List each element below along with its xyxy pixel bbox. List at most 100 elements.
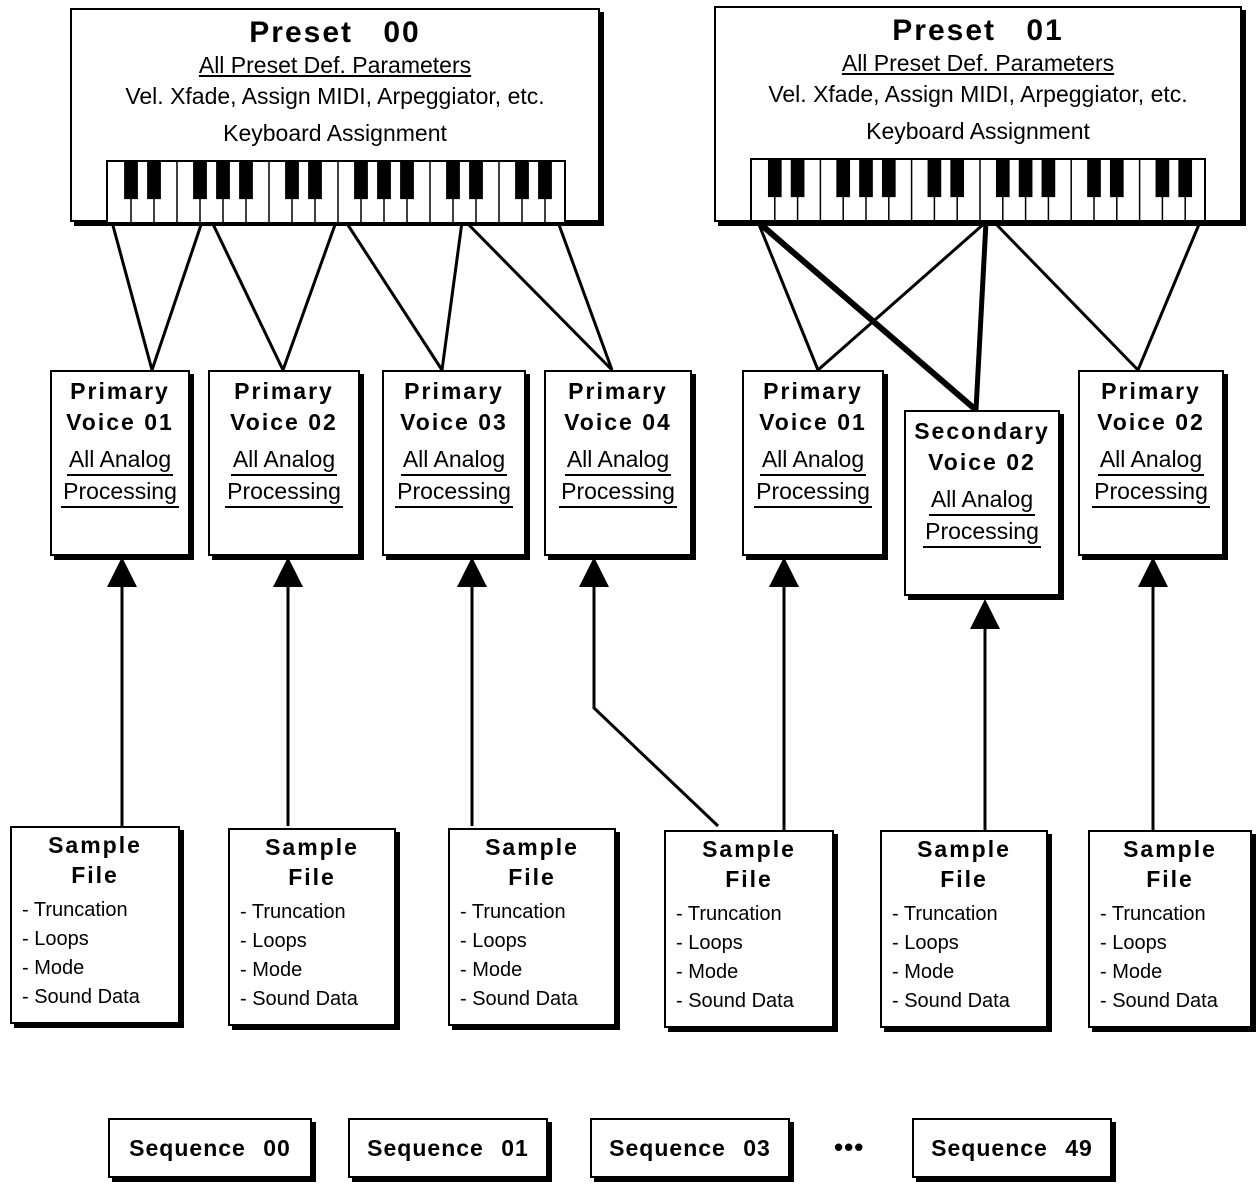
sample-attribute: - Sound Data [1100,990,1218,1012]
key-link [756,221,820,371]
preset-00-box: Preset 00 All Preset Def. Parameters Vel… [70,8,600,224]
sample-title: File [71,862,119,888]
voice-subtitle: All Analog [928,484,1036,516]
key-link [817,220,987,372]
sample-attribute: - Mode [892,961,955,983]
sample-file-box: Sample File - Truncation - Loops - Mode … [228,828,396,1026]
preset-params: Vel. Xfade, Assign MIDI, Arpeggiator, et… [125,83,545,109]
black-key [216,162,230,200]
voice-subtitle: Processing [559,476,677,508]
key-link [556,221,614,371]
sample-title: File [940,866,988,892]
voice-number: Voice 02 [230,409,338,435]
voice-number: Voice 03 [400,409,508,435]
voice-subtitle: All Analog [759,444,867,476]
sample-attribute: - Loops [676,932,743,954]
preset-subtitle: All Preset Def. Parameters [841,50,1115,76]
black-key [285,162,299,200]
voice-subtitle: Processing [754,476,872,508]
voice-subtitle: Processing [923,516,1041,548]
black-key [239,162,253,200]
voice-number: Voice 04 [564,409,672,435]
sample-attribute: - Loops [460,930,527,952]
sample-attribute: - Loops [240,930,307,952]
sample-title: Sample [48,832,142,858]
voice-subtitle: All Analog [400,444,508,476]
sample-attribute: - Mode [1100,961,1163,983]
sample-title: File [725,866,773,892]
black-key [124,162,138,200]
voice-type: Primary [1101,378,1201,404]
key-link [344,221,444,371]
sample-attribute: - Truncation [1100,903,1206,925]
sample-attribute: - Truncation [676,903,782,925]
key-link [992,220,1140,372]
black-key [400,162,414,200]
sample-link [579,557,720,828]
key-link [464,220,614,372]
black-key [469,162,483,200]
black-key [927,160,942,198]
key-link [281,221,338,371]
voice-box: Primary Voice 01 All Analog Processing [50,370,190,556]
sample-file-box: Sample File - Truncation - Loops - Mode … [1088,830,1252,1028]
keyboard-icon [106,160,566,224]
voice-box: Primary Voice 03 All Analog Processing [382,370,526,556]
voice-type: Primary [70,378,170,404]
voice-number: Voice 01 [759,409,867,435]
key-link [210,221,285,371]
voice-box: Primary Voice 02 All Analog Processing [1078,370,1224,556]
sequence-box: Sequence 03 [590,1118,790,1178]
black-key [836,160,851,198]
voice-box: Primary Voice 04 All Analog Processing [544,370,692,556]
sample-file-box: Sample File - Truncation - Loops - Mode … [448,828,616,1026]
key-link [440,221,464,371]
voice-type: Primary [568,378,668,404]
sample-title: Sample [1123,836,1217,862]
sample-attribute: - Sound Data [460,988,578,1010]
sample-title: Sample [917,836,1011,862]
black-key [995,160,1010,198]
black-key [1109,160,1124,198]
black-key [147,162,161,200]
sample-title: Sample [702,836,796,862]
voice-box: Primary Voice 02 All Analog Processing [208,370,360,556]
sample-attribute: - Sound Data [892,990,1010,1012]
sequence-box: Sequence 49 [912,1118,1112,1178]
sample-title: Sample [485,834,579,860]
key-link [973,221,989,411]
black-key [881,160,896,198]
black-key [446,162,460,200]
voice-subtitle: All Analog [66,444,174,476]
sample-attribute: - Mode [460,959,523,981]
black-key [950,160,965,198]
sample-title: Sample [265,834,359,860]
voice-subtitle: All Analog [230,444,338,476]
sample-file-box: Sample File - Truncation - Loops - Mode … [664,830,834,1028]
sample-attribute: - Mode [676,961,739,983]
sample-attribute: - Sound Data [240,988,358,1010]
sample-attribute: - Loops [892,932,959,954]
voice-type: Secondary [914,418,1050,444]
preset-title: Preset 00 [249,16,421,49]
preset-params: Vel. Xfade, Assign MIDI, Arpeggiator, et… [768,81,1188,107]
sample-title: File [508,864,556,890]
black-key [1087,160,1101,198]
black-key [790,160,805,198]
black-key [1178,160,1193,198]
black-key [377,162,391,200]
preset-title: Preset 01 [892,14,1064,47]
voice-subtitle: Processing [61,476,179,508]
keyboard-label: Keyboard Assignment [866,118,1090,144]
ellipsis: ••• [834,1132,865,1162]
sample-attribute: - Loops [22,928,89,950]
black-key [515,162,529,200]
voice-subtitle: Processing [225,476,343,508]
voice-type: Primary [763,378,863,404]
voice-number: Voice 02 [928,449,1036,475]
keyboard-label: Keyboard Assignment [223,120,447,146]
sequence-box: Sequence 01 [348,1118,548,1178]
black-key [1155,160,1170,198]
black-key [767,160,782,198]
preset-subtitle: All Preset Def. Parameters [198,52,472,78]
